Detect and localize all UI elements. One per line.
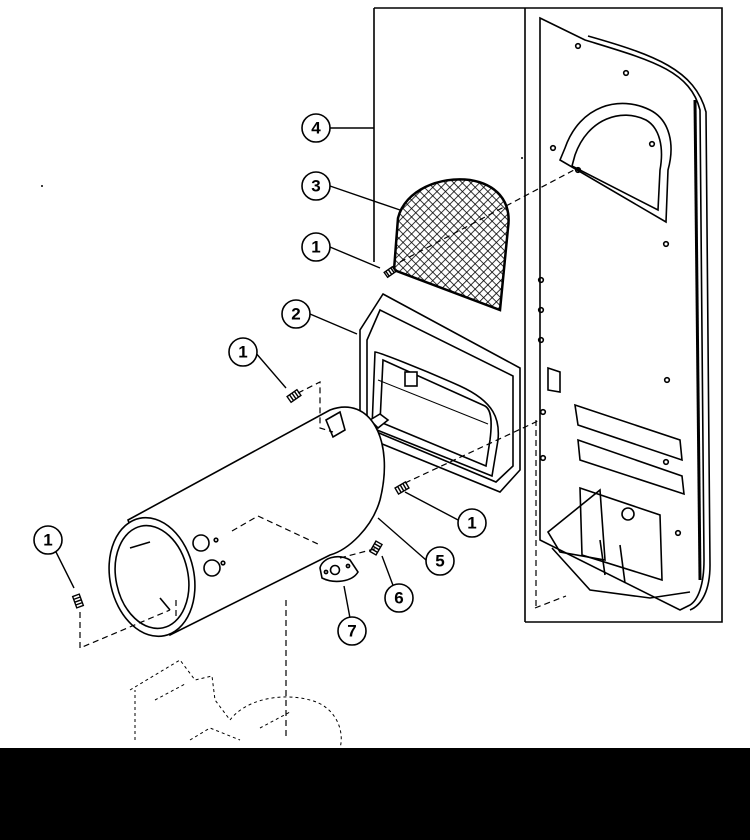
callout-7: 7	[337, 616, 367, 646]
heater-tube	[108, 406, 386, 638]
callout-3: 3	[301, 171, 331, 201]
svg-text:5: 5	[435, 552, 444, 571]
motor-housing-outline	[129, 659, 342, 749]
callout-1-bottom-screw: 1	[33, 525, 63, 555]
svg-text:6: 6	[394, 589, 403, 608]
rear-panel	[537, 16, 711, 611]
callout-4: 4	[301, 113, 331, 143]
svg-text:2: 2	[291, 305, 300, 324]
svg-text:1: 1	[467, 514, 476, 533]
bottom-black-band	[0, 748, 750, 840]
svg-text:4: 4	[311, 119, 321, 138]
callouts: 4 3 1 2 1 1 5 1	[33, 113, 487, 646]
svg-text:1: 1	[311, 238, 320, 257]
thermostat	[319, 556, 359, 583]
assembly-lines	[79, 169, 575, 740]
callout-6: 6	[384, 583, 414, 613]
svg-text:1: 1	[238, 343, 247, 362]
svg-text:3: 3	[311, 177, 320, 196]
cabinet-frame	[373, 7, 723, 623]
lint-screen	[392, 178, 510, 312]
duct-frame	[359, 292, 521, 493]
leader-lines	[55, 127, 461, 619]
svg-text:7: 7	[347, 622, 356, 641]
callout-2: 2	[281, 299, 311, 329]
svg-text:1: 1	[43, 531, 52, 550]
callout-1-screen-screw: 1	[301, 232, 331, 262]
callout-1-duct-screw: 1	[457, 508, 487, 538]
callout-1-tube-screw: 1	[228, 337, 258, 367]
callout-5: 5	[425, 546, 455, 576]
